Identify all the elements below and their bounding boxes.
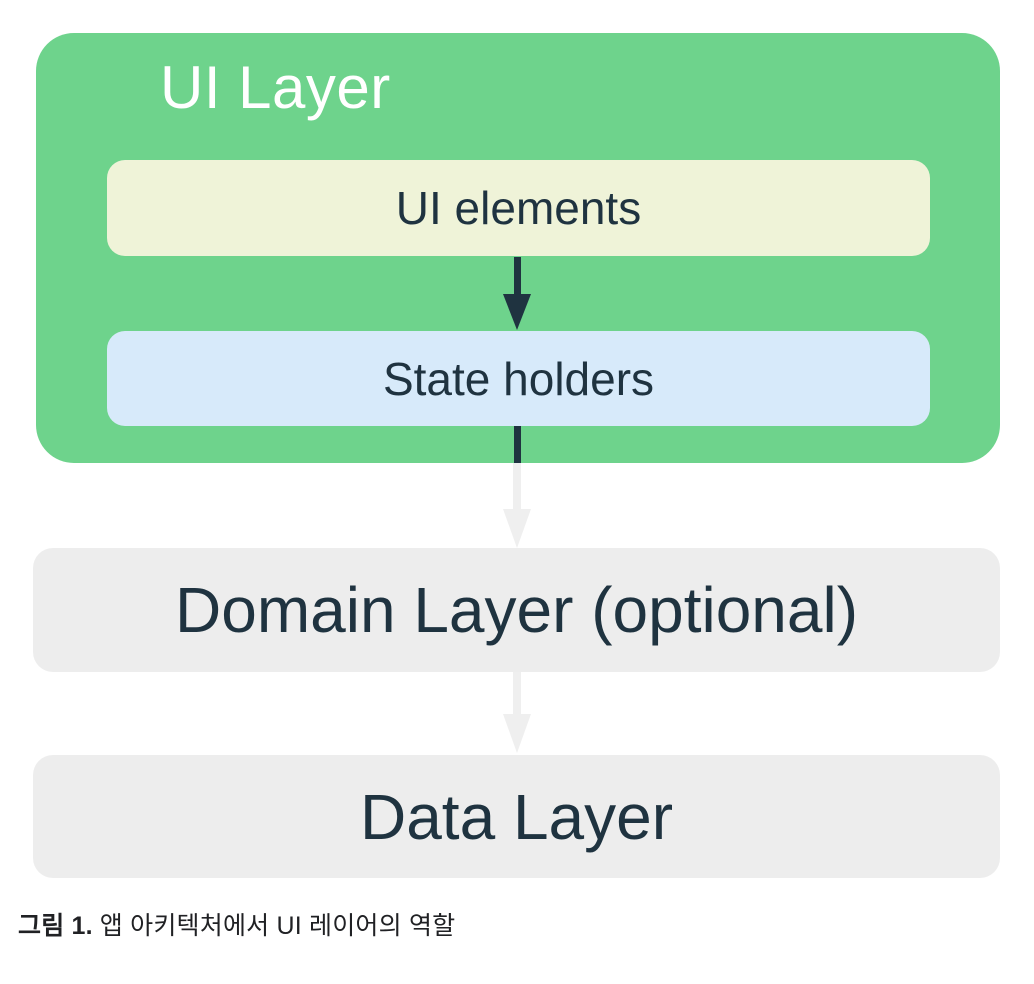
ui-layer-title: UI Layer [160,54,391,121]
arrow-ui-layer-to-domain-layer-head [503,509,531,548]
state-holders-box: State holders [107,331,930,426]
ui-elements-label: UI elements [395,182,642,234]
domain-layer-label: Domain Layer (optional) [175,574,858,646]
domain-layer-box: Domain Layer (optional) [33,548,1000,672]
arrow-ui-layer-to-domain-layer-shaft [513,463,521,510]
ui-layer-container: UI Layer UI elements State holders [36,33,1000,463]
arrow-domain-layer-to-data-layer-shaft [513,672,521,715]
arrow-state-holders-exit-stub [514,426,521,463]
figure-caption: 그림 1.앱 아키텍처에서 UI 레이어의 역할 [18,906,455,942]
data-layer-label: Data Layer [359,780,674,853]
figure-caption-text: 앱 아키텍처에서 UI 레이어의 역할 [99,912,456,940]
figure-caption-number: 그림 1. [18,912,93,940]
arrow-ui-elements-to-state-holders-shaft [514,257,521,295]
ui-elements-box: UI elements [107,160,930,256]
arrow-domain-layer-to-data-layer-head [503,714,531,753]
state-holders-label: State holders [382,352,655,405]
arrow-ui-elements-to-state-holders-head [503,294,531,330]
data-layer-box: Data Layer [33,755,1000,878]
